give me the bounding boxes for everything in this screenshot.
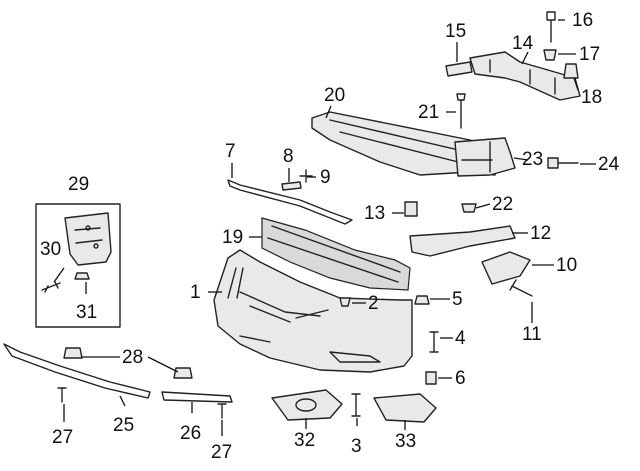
callout-3: 3 <box>351 436 362 457</box>
callout-30: 30 <box>40 239 62 260</box>
callout-27-left: 27 <box>52 427 74 448</box>
callout-25: 25 <box>113 415 135 436</box>
callout-13: 13 <box>364 203 386 224</box>
callout-4: 4 <box>455 328 466 349</box>
callout-29: 29 <box>68 174 90 195</box>
fog-lamp-covers <box>271 389 437 423</box>
side-brackets <box>404 201 533 297</box>
callout-22: 22 <box>492 194 514 215</box>
callout-23: 23 <box>522 149 544 170</box>
callout-2: 2 <box>368 293 379 314</box>
callout-10: 10 <box>556 255 578 276</box>
callout-26: 26 <box>180 423 202 444</box>
bumper-cover <box>213 249 413 373</box>
callout-6: 6 <box>455 368 466 389</box>
misc-fasteners-right <box>454 93 579 213</box>
callout-9: 9 <box>320 167 331 188</box>
callout-28: 28 <box>122 347 144 368</box>
callout-12: 12 <box>530 223 552 244</box>
callout-15: 15 <box>445 21 467 42</box>
callout-11: 11 <box>522 324 542 345</box>
lower-moldings <box>3 343 233 419</box>
callout-8: 8 <box>283 146 294 167</box>
callout-1: 1 <box>190 282 201 303</box>
callout-17: 17 <box>579 44 601 65</box>
upper-molding <box>227 169 353 225</box>
callout-19: 19 <box>222 227 244 248</box>
license-bracket-kit-box <box>35 203 121 328</box>
bumper-fasteners <box>339 295 439 385</box>
upper-bracket-assembly <box>445 11 581 101</box>
callout-21: 21 <box>418 102 440 123</box>
callout-32: 32 <box>294 430 316 451</box>
callout-14: 14 <box>512 33 534 54</box>
impact-absorber <box>261 217 411 291</box>
callout-20: 20 <box>324 85 346 106</box>
callout-7: 7 <box>225 141 236 162</box>
callout-18: 18 <box>581 87 603 108</box>
leader-lines <box>53 19 596 436</box>
callout-33: 33 <box>395 431 417 452</box>
callout-5: 5 <box>452 289 463 310</box>
callout-31: 31 <box>76 302 98 323</box>
callout-27-right: 27 <box>211 442 233 463</box>
callout-24: 24 <box>598 154 620 175</box>
callout-16: 16 <box>572 10 594 31</box>
